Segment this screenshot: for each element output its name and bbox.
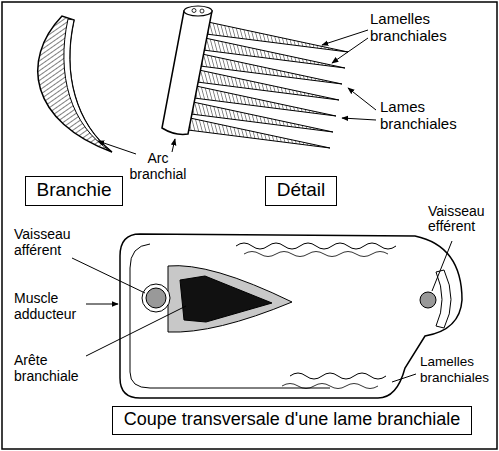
vessel-ring — [142, 284, 170, 312]
afferent-vessel — [146, 288, 166, 308]
muscle-band — [130, 244, 330, 388]
leader-line — [172, 139, 175, 152]
gill-arch-bar — [162, 11, 212, 134]
leader-line — [98, 141, 136, 154]
section-outline — [120, 234, 462, 398]
leader-line — [348, 88, 376, 110]
part-label: Muscle adducteur — [14, 290, 98, 322]
lamella-wave — [290, 373, 386, 379]
part-label: Vaisseau efférent — [428, 204, 494, 235]
part-label: Arc branchial — [118, 150, 198, 182]
box-title: Branchie — [36, 179, 112, 202]
box-title: Coupe transversale d'une lame branchiale — [123, 409, 461, 431]
leader-line — [342, 118, 376, 120]
section-bracket — [436, 270, 451, 328]
lamella-wave — [236, 243, 396, 249]
vessel-dot — [200, 9, 204, 13]
part-label: Arête branchiale — [14, 352, 98, 384]
leader-line — [392, 374, 416, 382]
caption-box: Détail — [265, 176, 337, 206]
vessel-dot — [192, 9, 196, 13]
leader-line — [86, 306, 186, 356]
leader-line — [332, 38, 368, 63]
leader-line — [72, 258, 145, 293]
part-label: Lames branchiales — [380, 98, 472, 133]
lamella-wave — [282, 384, 378, 389]
leader-line — [86, 304, 118, 305]
part-label: Lamelles branchiales — [370, 10, 462, 45]
bone-sheath — [168, 266, 292, 332]
gill-bone — [180, 276, 272, 322]
leader-line — [432, 241, 452, 291]
gill-lame — [188, 118, 330, 148]
lamella-wave — [244, 252, 388, 257]
part-label: Vaisseau afférent — [14, 226, 98, 258]
gill-arch-band — [64, 19, 112, 152]
efferent-vessel — [420, 292, 436, 308]
caption-box: Branchie — [25, 176, 123, 206]
caption-box: Coupe transversale d'une lame branchiale — [112, 406, 472, 435]
gill-crescent — [38, 16, 112, 152]
box-title: Détail — [276, 179, 326, 202]
part-label: Lamelles branchiales — [420, 354, 494, 385]
gill-arch-top — [184, 6, 212, 16]
